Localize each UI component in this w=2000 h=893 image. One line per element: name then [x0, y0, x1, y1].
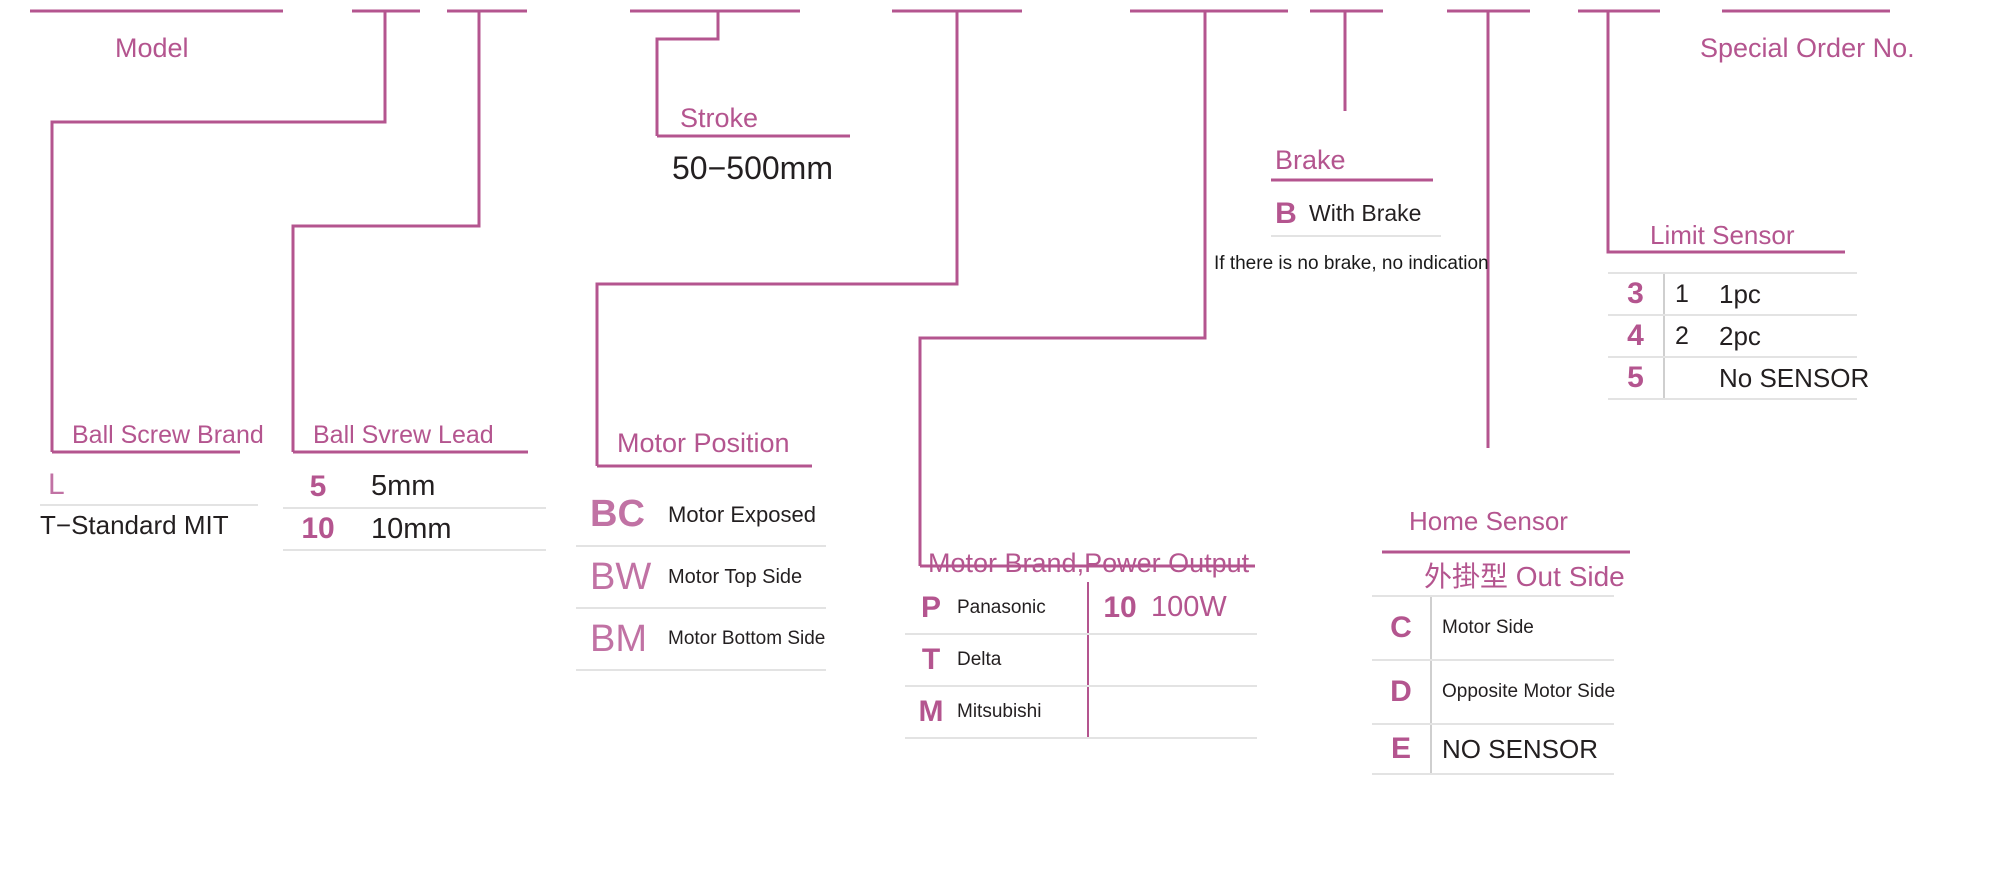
table-row[interactable]: 10 10mm [283, 507, 546, 551]
stroke-header: Stroke [680, 103, 759, 133]
lead-desc: 10mm [353, 507, 546, 551]
stroke-value: 50−500mm [672, 150, 833, 186]
ball-screw-brand-code: L [40, 465, 258, 506]
ball-screw-brand-header: Ball Screw Brand [72, 421, 264, 449]
motor-brand-table: P Panasonic 10 100W T Delta M Mitsubishi [905, 582, 1257, 739]
home-sensor-desc: Motor Side [1430, 595, 1614, 661]
motor-brand-desc: Delta [957, 633, 1088, 687]
lead-code: 5 [283, 466, 353, 509]
ball-screw-brand-note: T−Standard MIT [40, 504, 258, 545]
brake-header: Brake [1275, 145, 1346, 175]
motor-position-table: BC Motor Exposed BW Motor Top Side BM Mo… [576, 484, 826, 671]
motor-position-code: BM [576, 607, 668, 671]
limit-sensor-qty: 1 [1663, 272, 1719, 316]
home-sensor-desc: NO SENSOR [1430, 723, 1614, 775]
table-row[interactable]: E NO SENSOR [1372, 723, 1614, 775]
table-row[interactable]: T−Standard MIT [40, 504, 258, 545]
brake-desc: With Brake [1301, 192, 1441, 237]
ball-screw-lead-header: Ball Svrew Lead [313, 421, 494, 449]
home-sensor-code: C [1372, 595, 1431, 661]
motor-position-desc: Motor Top Side [668, 545, 826, 609]
power-output-code: 10 [1087, 582, 1151, 635]
brake-code: B [1271, 192, 1301, 237]
motor-brand-desc: Mitsubishi [957, 685, 1088, 739]
table-row[interactable]: P Panasonic 10 100W [905, 582, 1257, 635]
motor-position-header: Motor Position [617, 428, 790, 458]
home-sensor-desc: Opposite Motor Side [1430, 659, 1615, 725]
model-header: Model [115, 33, 189, 63]
brake-table: B With Brake [1271, 192, 1441, 237]
table-row[interactable]: 3 1 1pc [1608, 272, 1857, 316]
motor-position-desc: Motor Bottom Side [668, 607, 826, 671]
lead-desc: 5mm [353, 466, 546, 509]
power-output-code [1087, 633, 1151, 687]
home-sensor-code: E [1372, 723, 1431, 775]
power-output-code [1087, 685, 1151, 739]
motor-brand-header: Motor Brand,Power Output [928, 548, 1250, 578]
limit-sensor-code: 5 [1608, 356, 1664, 400]
limit-sensor-header: Limit Sensor [1650, 220, 1795, 250]
motor-position-code: BW [576, 545, 668, 609]
limit-sensor-code: 3 [1608, 272, 1664, 316]
table-row[interactable]: M Mitsubishi [905, 685, 1257, 739]
limit-sensor-desc: No SENSOR [1719, 356, 1869, 400]
ball-screw-lead-table: 5 5mm 10 10mm [283, 466, 546, 551]
motor-position-code: BC [576, 484, 668, 547]
power-output-desc [1151, 685, 1257, 739]
motor-brand-code: P [905, 582, 957, 635]
special-order-header: Special Order No. [1700, 33, 1915, 63]
motor-brand-desc: Panasonic [957, 582, 1088, 635]
home-sensor-code: D [1372, 659, 1431, 725]
table-row[interactable]: 5 5mm [283, 466, 546, 509]
table-row[interactable]: T Delta [905, 633, 1257, 687]
ball-screw-brand-table: L T−Standard MIT [40, 465, 258, 545]
home-sensor-header: Home Sensor [1409, 506, 1568, 536]
brake-note: If there is no brake, no indication [1214, 253, 1489, 274]
limit-sensor-qty: 2 [1663, 314, 1719, 358]
limit-sensor-desc: 2pc [1719, 314, 1857, 358]
table-row[interactable]: 4 2 2pc [1608, 314, 1857, 358]
limit-sensor-code: 4 [1608, 314, 1664, 358]
motor-brand-code: M [905, 685, 957, 739]
limit-sensor-qty [1663, 356, 1719, 400]
limit-sensor-desc: 1pc [1719, 272, 1857, 316]
table-row[interactable]: C Motor Side [1372, 595, 1614, 661]
home-sensor-table: C Motor Side D Opposite Motor Side E NO … [1372, 595, 1615, 775]
power-output-desc: 100W [1151, 582, 1257, 635]
table-row[interactable]: BW Motor Top Side [576, 545, 826, 609]
power-output-desc [1151, 633, 1257, 687]
motor-brand-code: T [905, 633, 957, 687]
limit-sensor-table: 3 1 1pc 4 2 2pc 5 No SENSOR [1608, 272, 1869, 400]
lead-code: 10 [283, 507, 353, 551]
home-sensor-subheader: 外掛型 Out Side [1424, 561, 1625, 592]
table-row[interactable]: L [40, 465, 258, 506]
table-row[interactable]: D Opposite Motor Side [1372, 659, 1615, 725]
motor-position-desc: Motor Exposed [668, 484, 826, 547]
table-row[interactable]: 5 No SENSOR [1608, 356, 1869, 400]
table-row[interactable]: B With Brake [1271, 192, 1441, 237]
table-row[interactable]: BC Motor Exposed [576, 484, 826, 547]
table-row[interactable]: BM Motor Bottom Side [576, 607, 826, 671]
